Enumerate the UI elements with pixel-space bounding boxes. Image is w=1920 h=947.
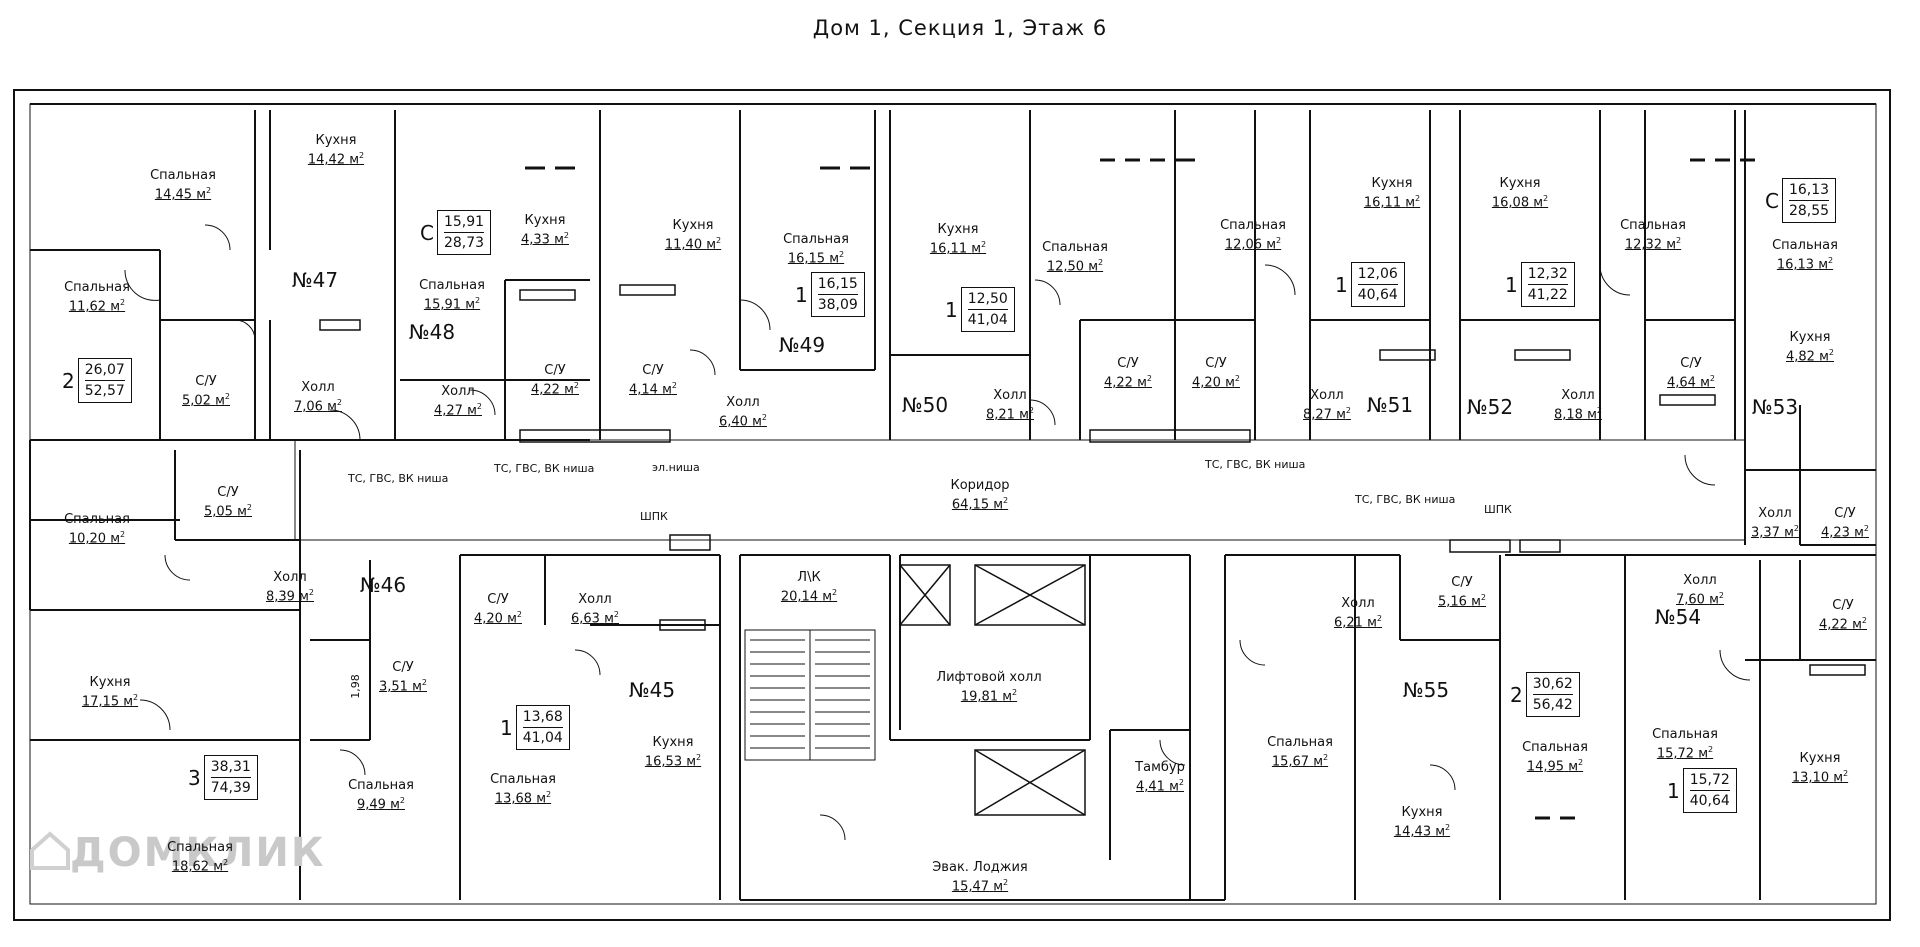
door-swings [124, 224, 1751, 841]
staircase [744, 629, 876, 761]
window-marks [525, 158, 1755, 820]
watermark-house-icon [30, 831, 70, 870]
apartment-number: №47 [291, 268, 339, 292]
apartment-number: №53 [1751, 395, 1799, 419]
apartment-number: №52 [1466, 395, 1514, 419]
lower-row-walls [30, 540, 1876, 901]
apartment-number: №55 [1402, 678, 1450, 702]
apartment-number: №46 [359, 573, 407, 597]
electrical-niche-tag: эл.ниша [652, 461, 700, 474]
apartment-number: №50 [901, 393, 949, 417]
corridor-outline [294, 439, 1746, 541]
elevators [899, 564, 1086, 816]
watermark-text: ДОМКЛИК [70, 830, 326, 876]
service-niches [319, 284, 1866, 676]
niche-tag: ТС, ГВС, ВК ниша [494, 462, 595, 475]
niche-tag: ТС, ГВС, ВК ниша [348, 472, 449, 485]
apartment-number: №51 [1366, 393, 1414, 417]
dimension-tag: 1,98 [348, 674, 362, 699]
apartment-number: №49 [778, 333, 826, 357]
niche-tag: ТС, ГВС, ВК ниша [1355, 493, 1456, 506]
outer-wall [13, 89, 1891, 921]
shpk-tag: ШПК [1484, 503, 1512, 516]
apartment-number: №48 [408, 320, 456, 344]
upper-row-walls [29, 103, 1876, 610]
shpk-tag: ШПК [640, 510, 668, 523]
apartment-number: №54 [1654, 605, 1702, 629]
niche-tag: ТС, ГВС, ВК ниша [1205, 458, 1306, 471]
apartment-number: №45 [628, 678, 676, 702]
plan-title: Дом 1, Секция 1, Этаж 6 [812, 16, 1108, 40]
